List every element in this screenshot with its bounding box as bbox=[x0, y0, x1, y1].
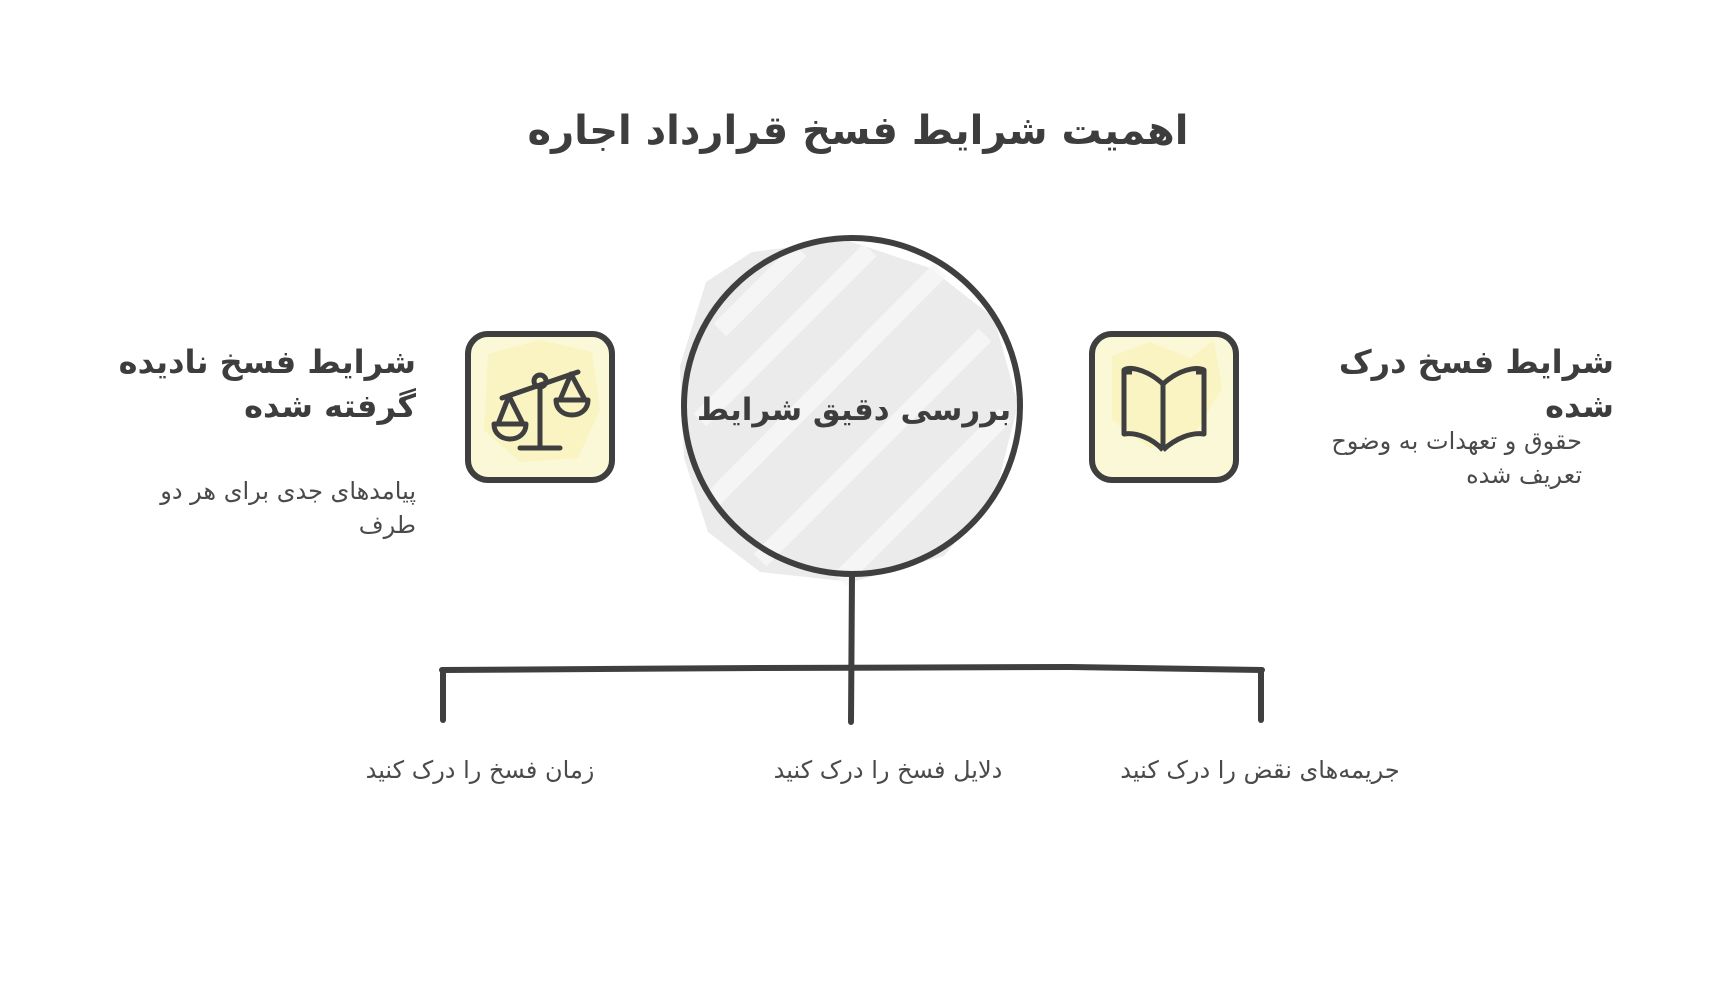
branch-label-breach-penalties: جریمه‌های نقض را درک کنید bbox=[1120, 756, 1400, 784]
center-circle bbox=[680, 235, 1023, 587]
branch-label-termination-time: زمان فسخ را درک کنید bbox=[365, 756, 595, 784]
scales-icon bbox=[465, 331, 615, 483]
center-label: بررسی دقیق شرایط bbox=[696, 392, 1012, 428]
right-card-heading: شرایط فسخ درک شده bbox=[1338, 343, 1614, 425]
branch-label-termination-reasons: دلایل فسخ را درک کنید bbox=[773, 756, 1003, 784]
right-card-description: حقوق و تعهدات به وضوح تعریف شده bbox=[1331, 427, 1582, 489]
left-card-heading: شرایط فسخ نادیده گرفته شده bbox=[118, 343, 416, 425]
page-title: اهمیت شرایط فسخ قرارداد اجاره bbox=[527, 108, 1189, 154]
branch-connector bbox=[439, 571, 1265, 725]
left-card-description: پیامدهای جدی برای هر دو طرف bbox=[160, 477, 416, 539]
open-book-icon bbox=[1089, 331, 1239, 483]
